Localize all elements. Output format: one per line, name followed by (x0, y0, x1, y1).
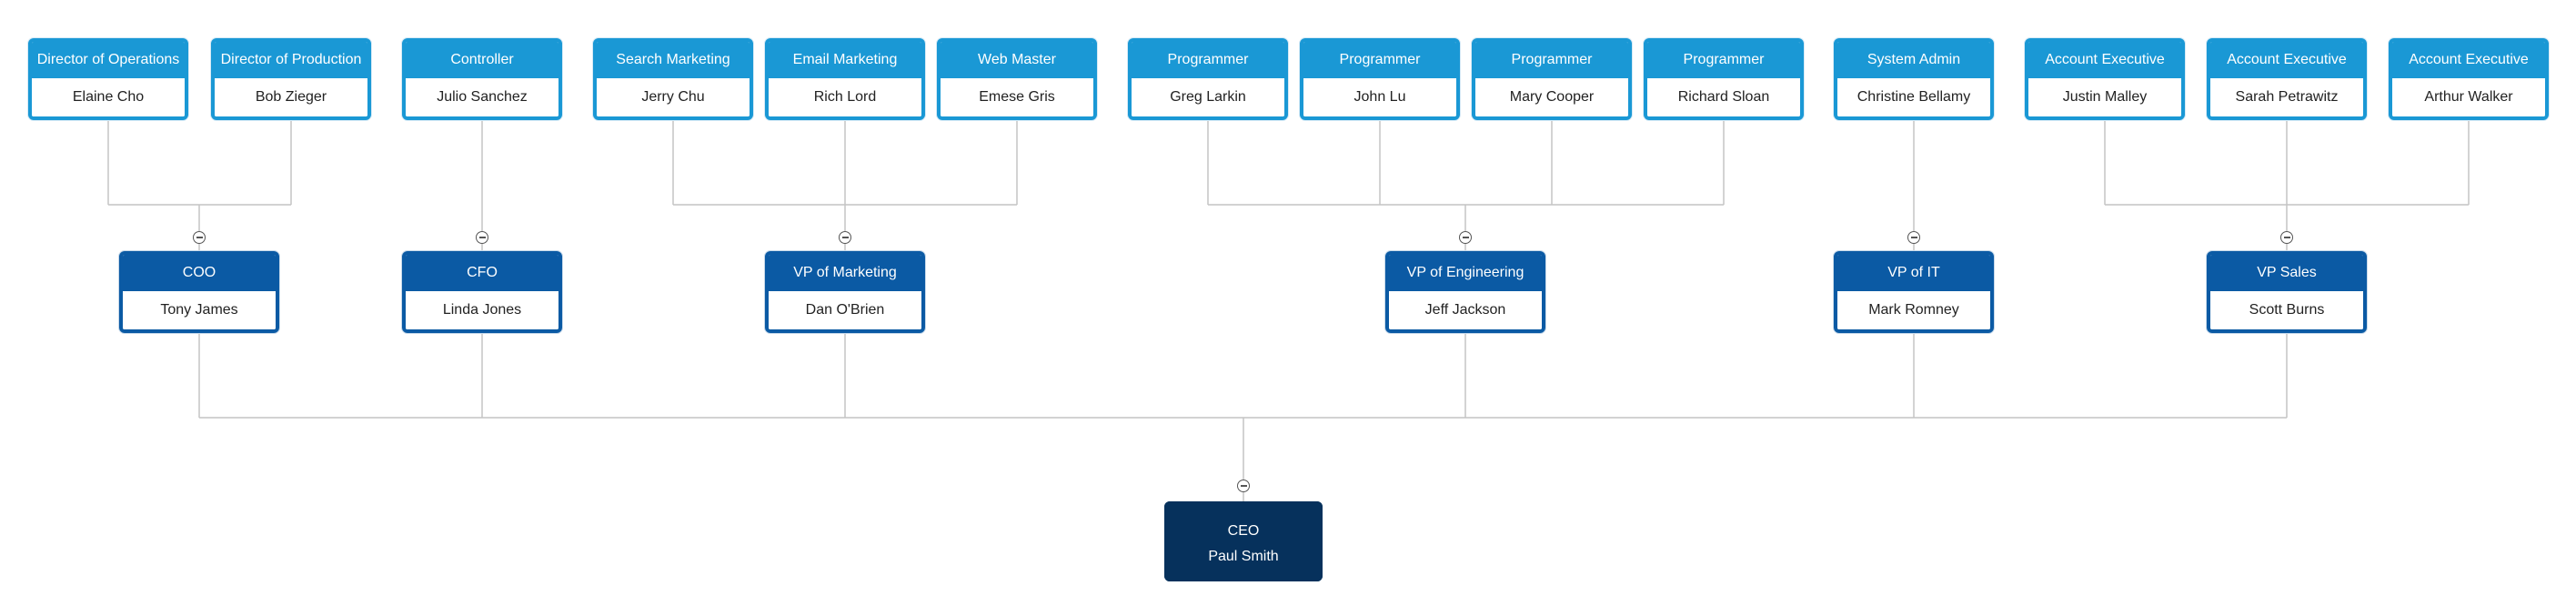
node-person-name: Jeff Jackson (1389, 291, 1542, 329)
node-title: Director of Operations (32, 42, 185, 78)
node-person-name: John Lu (1303, 78, 1456, 116)
collapse-minus-icon[interactable] (839, 231, 851, 244)
node-person-name: Greg Larkin (1132, 78, 1284, 116)
node-title: Programmer (1303, 42, 1456, 78)
node-person-name: Arthur Walker (2392, 78, 2545, 116)
node-title: VP of Engineering (1389, 255, 1542, 291)
node-title: Controller (406, 42, 558, 78)
node-person-name: Linda Jones (406, 291, 558, 329)
node-title: Programmer (1475, 42, 1628, 78)
node-person-name: Bob Zieger (215, 78, 367, 116)
collapse-minus-icon[interactable] (193, 231, 206, 244)
node-person-name: Sarah Petrawitz (2210, 78, 2363, 116)
node-person-name: Richard Sloan (1647, 78, 1800, 116)
node-person-name: Mary Cooper (1475, 78, 1628, 116)
node-title: Account Executive (2210, 42, 2363, 78)
node-title: Search Marketing (597, 42, 750, 78)
node-title: VP Sales (2210, 255, 2363, 291)
node-person-name: Rich Lord (769, 78, 921, 116)
node-title: Account Executive (2392, 42, 2545, 78)
collapse-minus-icon[interactable] (1459, 231, 1472, 244)
collapse-minus-icon[interactable] (1237, 480, 1250, 492)
node-person-name: Justin Malley (2028, 78, 2181, 116)
node-title: Director of Production (215, 42, 367, 78)
node-person-name: Elaine Cho (32, 78, 185, 116)
node-person-name: Jerry Chu (597, 78, 750, 116)
node-title: VP of IT (1837, 255, 1990, 291)
node-title: CEO (1164, 501, 1323, 543)
node-person-name: Dan O'Brien (769, 291, 921, 329)
node-title: System Admin (1837, 42, 1990, 78)
node-person-name: Paul Smith (1164, 543, 1323, 581)
collapse-minus-icon[interactable] (2280, 231, 2293, 244)
node-person-name: Emese Gris (941, 78, 1093, 116)
node-title: Programmer (1132, 42, 1284, 78)
node-person-name: Scott Burns (2210, 291, 2363, 329)
node-person-name: Tony James (123, 291, 276, 329)
node-title: Email Marketing (769, 42, 921, 78)
node-person-name: Mark Romney (1837, 291, 1990, 329)
node-title: Account Executive (2028, 42, 2181, 78)
node-title: Web Master (941, 42, 1093, 78)
node-title: Programmer (1647, 42, 1800, 78)
node-person-name: Julio Sanchez (406, 78, 558, 116)
node-title: VP of Marketing (769, 255, 921, 291)
node-title: COO (123, 255, 276, 291)
collapse-minus-icon[interactable] (476, 231, 488, 244)
collapse-minus-icon[interactable] (1907, 231, 1920, 244)
node-title: CFO (406, 255, 558, 291)
node-person-name: Christine Bellamy (1837, 78, 1990, 116)
